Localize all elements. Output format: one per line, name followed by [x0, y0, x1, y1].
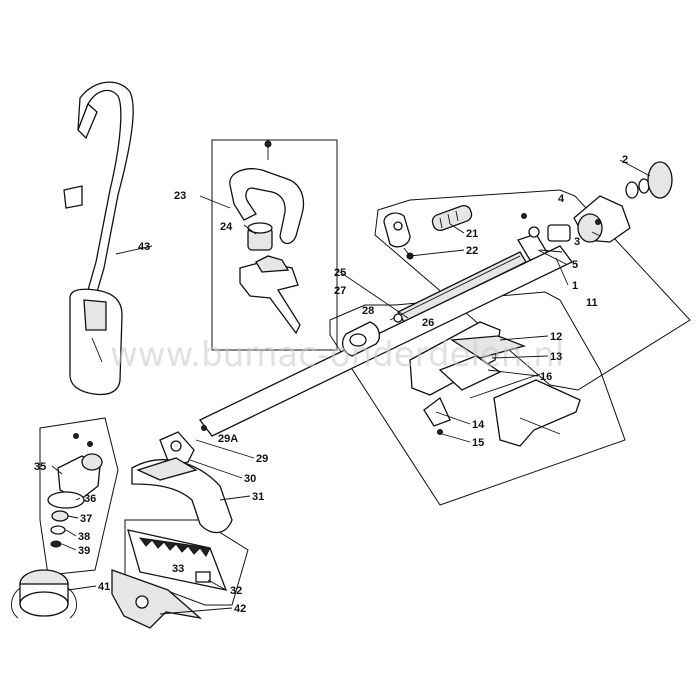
- label-36: 36: [84, 493, 96, 505]
- label-37: 37: [80, 513, 92, 525]
- label-15: 15: [472, 437, 484, 449]
- label-12: 12: [550, 331, 562, 343]
- label-4: 4: [558, 193, 565, 205]
- cutting-guard: [131, 457, 233, 534]
- watermark: www.bumac-onderdelen.nl: [110, 335, 564, 375]
- label-14: 14: [472, 419, 485, 431]
- cable-clamp: [383, 212, 414, 260]
- group-box-handle: [211, 139, 338, 351]
- label-13: 13: [550, 351, 562, 363]
- group-box-tube: [329, 291, 626, 506]
- label-3: 3: [574, 236, 580, 248]
- gearhead-assembly: [517, 161, 673, 261]
- label-28: 28: [362, 305, 374, 317]
- label-2: 2: [622, 154, 628, 166]
- label-32: 32: [230, 585, 242, 597]
- label-39: 39: [78, 545, 90, 557]
- throttle-handle: [409, 321, 581, 447]
- three-tooth-blade: [111, 569, 203, 629]
- label-35: 35: [34, 461, 46, 473]
- label-29A: 29A: [218, 433, 238, 445]
- label-33: 33: [172, 563, 184, 575]
- label-29: 29: [256, 453, 268, 465]
- group-box-gearhead: [374, 189, 691, 391]
- label-11: 11: [586, 297, 598, 309]
- label-42: 42: [234, 603, 246, 615]
- label-22: 22: [466, 245, 478, 257]
- label-1: 1: [572, 280, 578, 292]
- main-tube: [199, 245, 573, 437]
- label-21: 21: [466, 228, 478, 240]
- handle-assembly: [229, 140, 305, 335]
- label-31: 31: [252, 491, 264, 503]
- label-30: 30: [244, 473, 256, 485]
- label-27: 27: [334, 285, 346, 297]
- drive-shaft: [389, 251, 527, 323]
- label-38: 38: [78, 531, 90, 543]
- tube-clamp: [341, 321, 381, 357]
- leader-lines: [51, 159, 651, 615]
- label-5: 5: [572, 259, 578, 271]
- group-box-cutting-head: [39, 417, 119, 576]
- label-26: 26: [422, 317, 434, 329]
- label-25: 25: [334, 267, 346, 279]
- label-41: 41: [98, 581, 110, 593]
- label-16: 16: [540, 371, 552, 383]
- label-43: 43: [138, 241, 150, 253]
- grip-tube: [431, 204, 473, 232]
- shoulder-harness: [63, 81, 134, 396]
- label-24: 24: [220, 221, 233, 233]
- cutting-head-gearbox: [47, 433, 103, 548]
- part-labels: 1 2 3 4 5 11 12 13 14 15 16 21 22 23 24 …: [34, 154, 628, 615]
- label-23: 23: [174, 190, 186, 202]
- trimmer-head: [11, 569, 77, 619]
